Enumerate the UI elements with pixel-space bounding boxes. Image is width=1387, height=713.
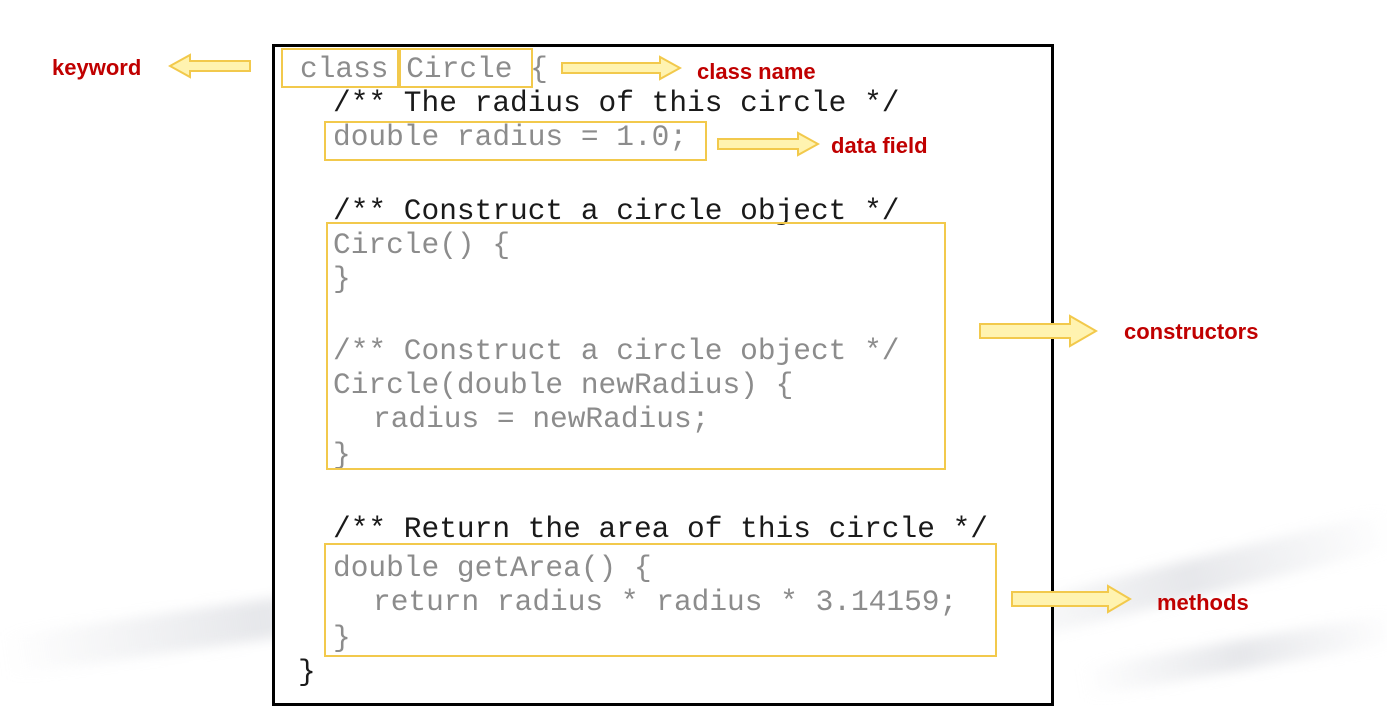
code-line-method-signature: double getArea() { — [333, 551, 652, 585]
code-line-comment-radius: /** The radius of this circle */ — [333, 86, 900, 120]
code-line-class-close: } — [298, 655, 316, 689]
code-line-constructor-default: Circle() { — [333, 228, 511, 262]
code-line-class-declaration: class Circle { — [300, 52, 548, 86]
data-field-label: data field — [831, 133, 928, 158]
code-line-brace-close: } — [333, 262, 351, 296]
code-line-assign-radius: radius = newRadius; — [373, 402, 710, 436]
keyword-label: keyword — [52, 55, 142, 80]
right-arrow-icon — [1011, 584, 1132, 614]
left-arrow-icon — [168, 53, 251, 79]
methods-label: methods — [1157, 590, 1249, 615]
right-arrow-icon — [717, 131, 820, 157]
code-line-data-field: double radius = 1.0; — [333, 120, 688, 154]
code-line-brace-close: } — [333, 621, 351, 655]
data-field-highlight-box — [324, 121, 707, 161]
right-arrow-icon — [561, 55, 682, 81]
methods-highlight-box — [324, 543, 997, 657]
code-line-comment-constructor-2: /** Construct a circle object */ — [333, 334, 900, 368]
right-arrow-icon — [979, 314, 1098, 348]
constructors-label: constructors — [1124, 319, 1259, 344]
background-streak — [1079, 612, 1387, 698]
code-line-return: return radius * radius * 3.14159; — [373, 585, 958, 619]
class-name-label: class name — [697, 59, 816, 84]
constructors-highlight-box — [326, 222, 946, 470]
code-panel — [272, 44, 1054, 706]
code-line-constructor-param: Circle(double newRadius) { — [333, 368, 794, 402]
code-line-brace-close: } — [333, 438, 351, 472]
class-name-highlight-box — [399, 48, 533, 88]
keyword-highlight-box — [281, 48, 399, 88]
code-line-comment-area: /** Return the area of this circle */ — [333, 512, 989, 546]
